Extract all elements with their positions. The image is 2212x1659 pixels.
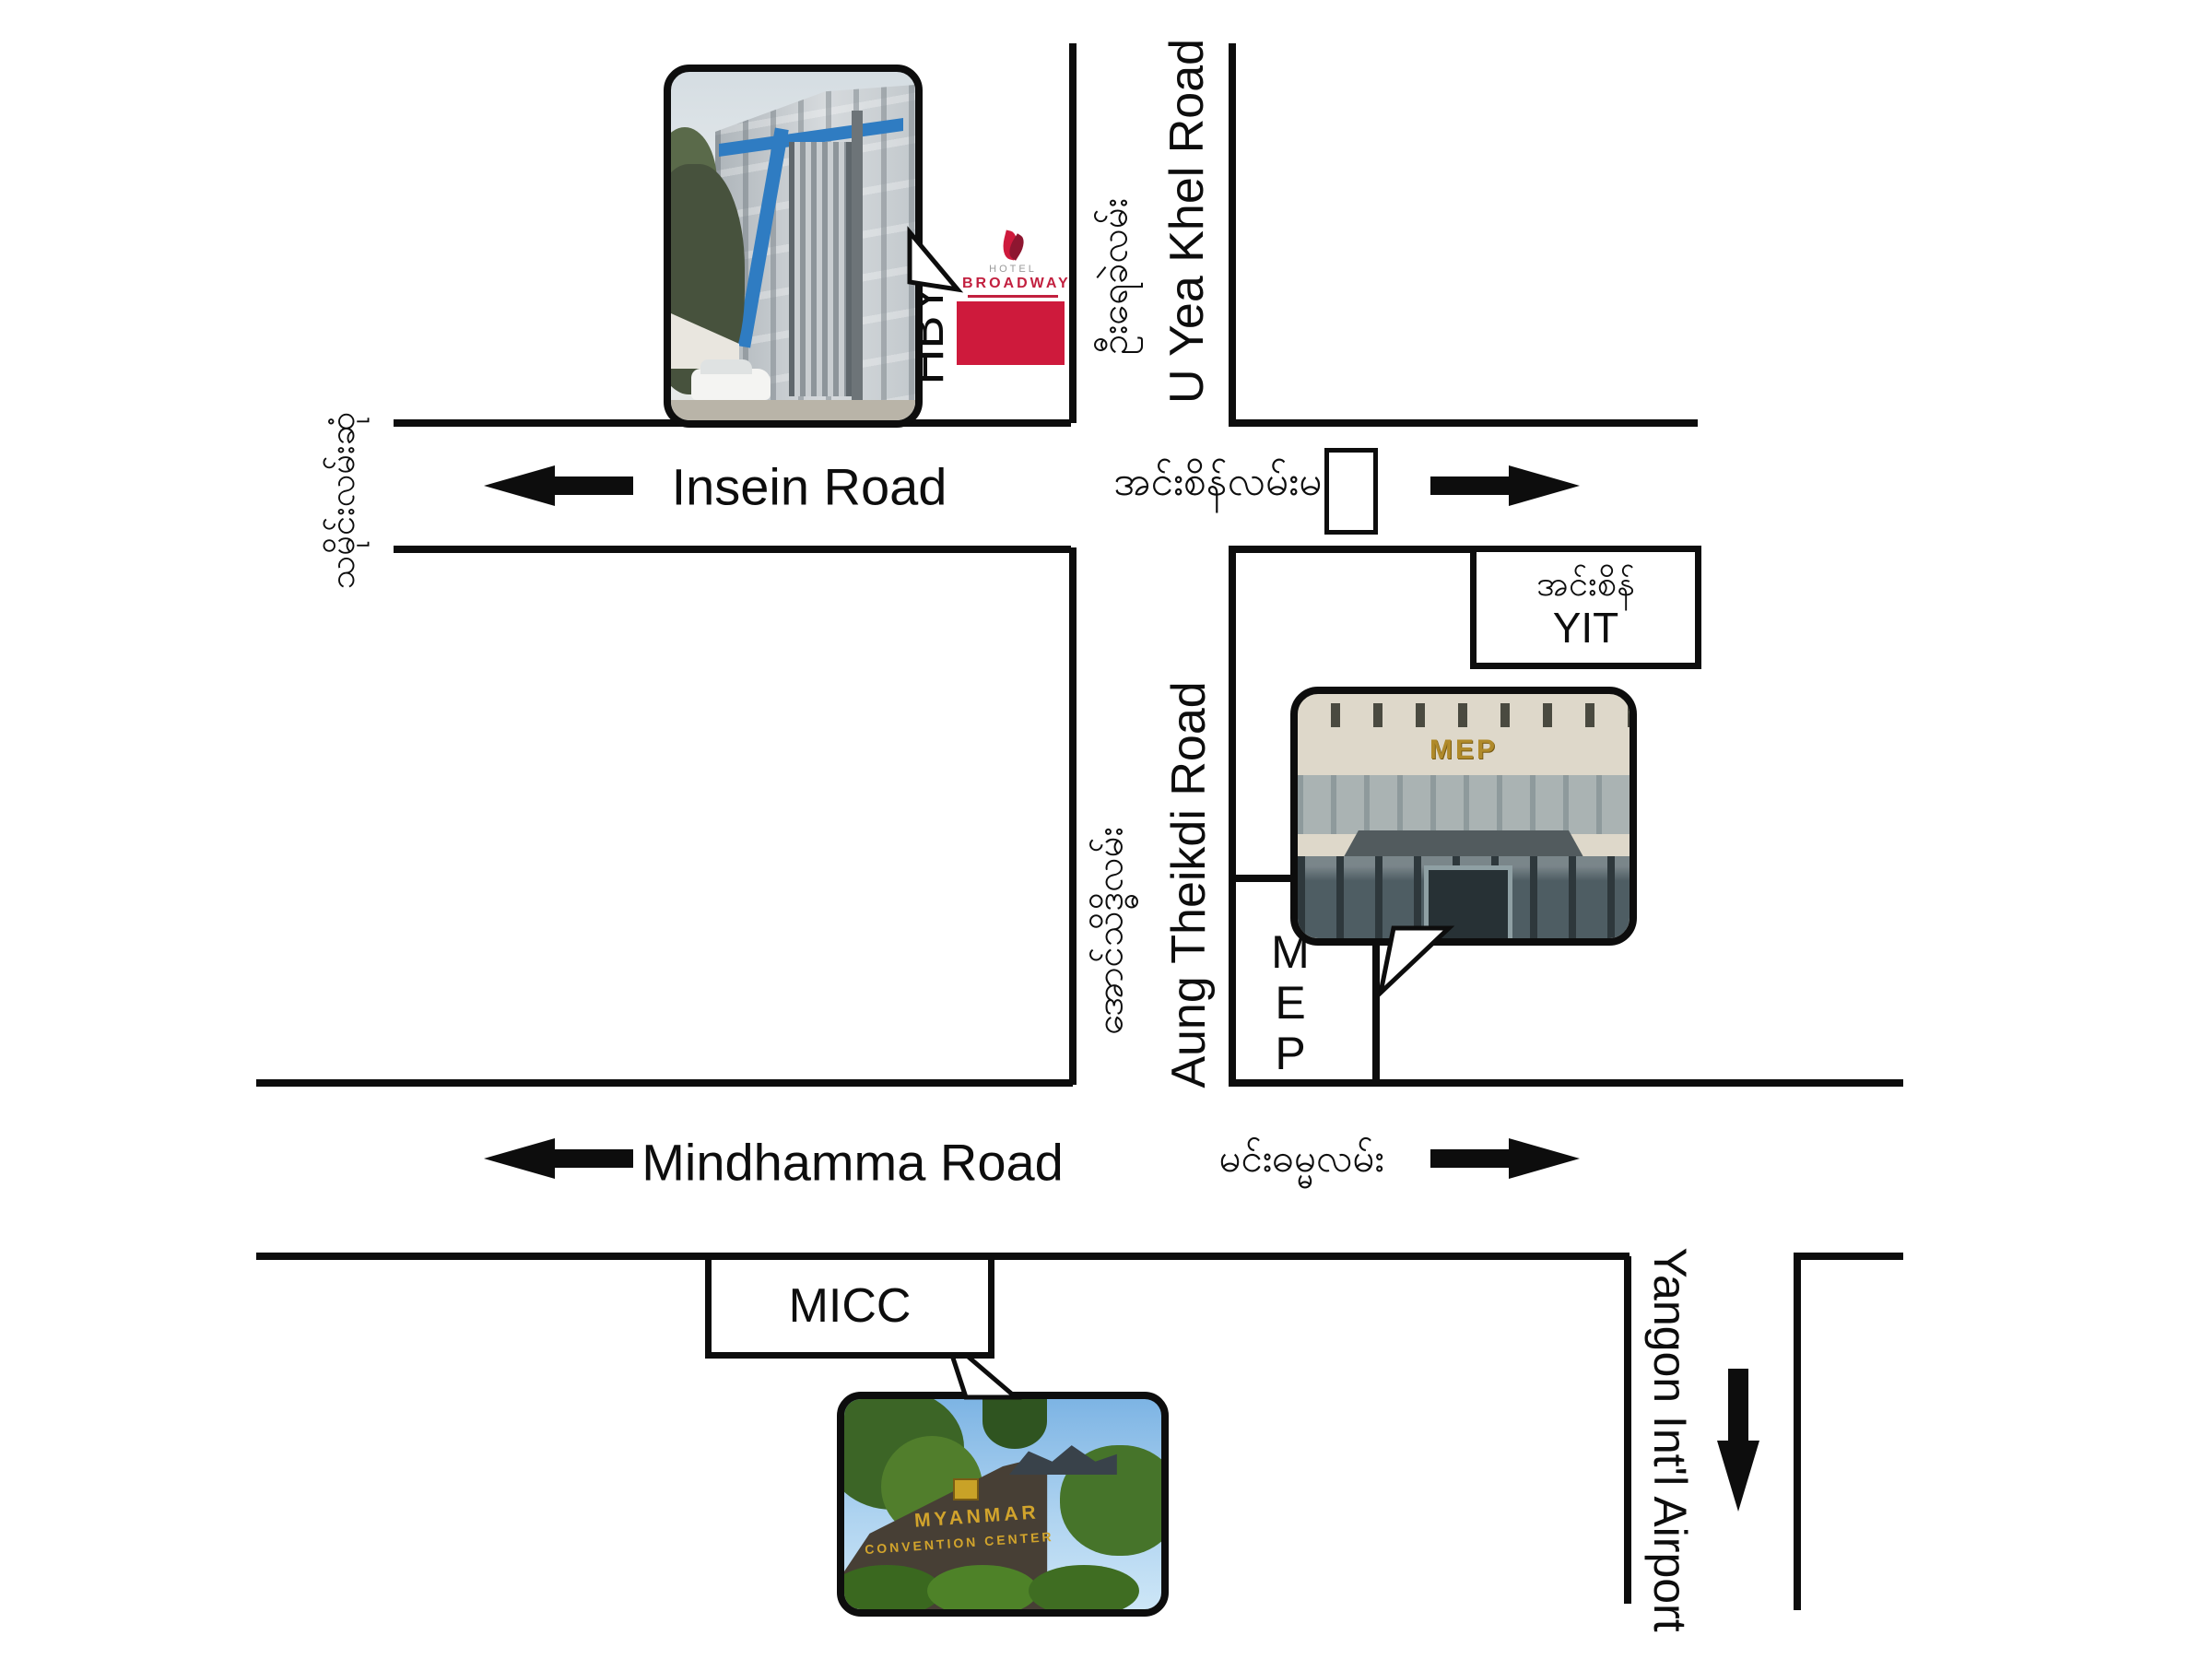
- aung-theikdi-road-label: Aung Theikdi Road: [1162, 681, 1216, 1088]
- aung-theikdi-burmese-label: အောင်သိဒ္ဓိလမ်း: [1089, 827, 1131, 1035]
- hotel-broadway-logo-icon: [999, 229, 1029, 263]
- yit-landmark-box: အင်းစိန် YIT: [1470, 546, 1701, 669]
- mindhamma-road-top-edge-left: [256, 1079, 1073, 1087]
- mep-landmark-block: M E P: [1240, 927, 1341, 1079]
- hotel-broadway-logo: HOTEL BROADWAY: [962, 229, 1071, 300]
- insein-road-bottom-edge-left: [394, 546, 1071, 553]
- thamaing-junction-burmese-label: သမိုင်းလမ်းဆုံ: [324, 411, 362, 590]
- mep-building-photo: MEP: [1290, 687, 1637, 946]
- mep-block-top-edge: [1232, 875, 1297, 882]
- aung-theikdi-road-left-edge: [1069, 547, 1077, 1085]
- yit-code-label: YIT: [1552, 604, 1619, 652]
- mindhamma-road-burmese-label: မင်းဓမ္မလမ်း: [1218, 1136, 1384, 1180]
- micc-convention-centre-photo: MYANMAR CONVENTION CENTER: [837, 1392, 1169, 1617]
- mindhamma-road-label: Mindhamma Road: [641, 1133, 1064, 1192]
- aung-theikdi-road-right-edge: [1229, 547, 1236, 1085]
- mindhamma-road-top-edge-right: [1229, 1079, 1903, 1087]
- mep-photo-sign: MEP: [1429, 735, 1498, 765]
- airport-south-arrow-icon: [1717, 1369, 1759, 1512]
- u-yea-khel-road-right-edge: [1229, 43, 1236, 423]
- insein-west-arrow-icon: [484, 465, 633, 506]
- hotel-location-marker: [957, 301, 1065, 365]
- hotel-broadway-photo: [664, 65, 923, 428]
- logo-hotel-text: HOTEL: [989, 264, 1037, 275]
- logo-brand-text: BROADWAY: [962, 276, 1071, 291]
- u-yea-khel-burmese-label: ဦးရေခဲလမ်း: [1094, 197, 1135, 356]
- mep-letter-p: P: [1275, 1028, 1306, 1079]
- mindhamma-road-bottom-edge-right: [1794, 1253, 1903, 1260]
- insein-road-label: Insein Road: [671, 457, 947, 516]
- airport-road-left-edge: [1624, 1256, 1631, 1604]
- airport-road-right-edge: [1794, 1256, 1801, 1610]
- logo-rule: [968, 295, 1058, 298]
- u-yea-khel-road-label: U Yea Khel Road: [1160, 38, 1214, 405]
- mep-block-right-edge: [1372, 925, 1380, 1084]
- u-yea-khel-road-left-edge: [1069, 43, 1077, 423]
- micc-code-label: MICC: [788, 1279, 912, 1333]
- micc-landmark-box: MICC: [705, 1253, 994, 1359]
- insein-road-top-edge-right: [1229, 419, 1698, 427]
- insein-road-bottom-edge-right: [1229, 546, 1688, 553]
- yangon-airport-label: Yangon Int'l Airport: [1644, 1247, 1696, 1632]
- mep-letter-e: E: [1275, 977, 1306, 1029]
- mindhamma-east-arrow-icon: [1430, 1138, 1580, 1179]
- missing-glyph-box: [1324, 448, 1378, 535]
- insein-east-arrow-icon: [1430, 465, 1580, 506]
- mindhamma-west-arrow-icon: [484, 1138, 633, 1179]
- yit-burmese-label: အင်းစိန်: [1536, 565, 1635, 604]
- mep-letter-m: M: [1271, 926, 1310, 978]
